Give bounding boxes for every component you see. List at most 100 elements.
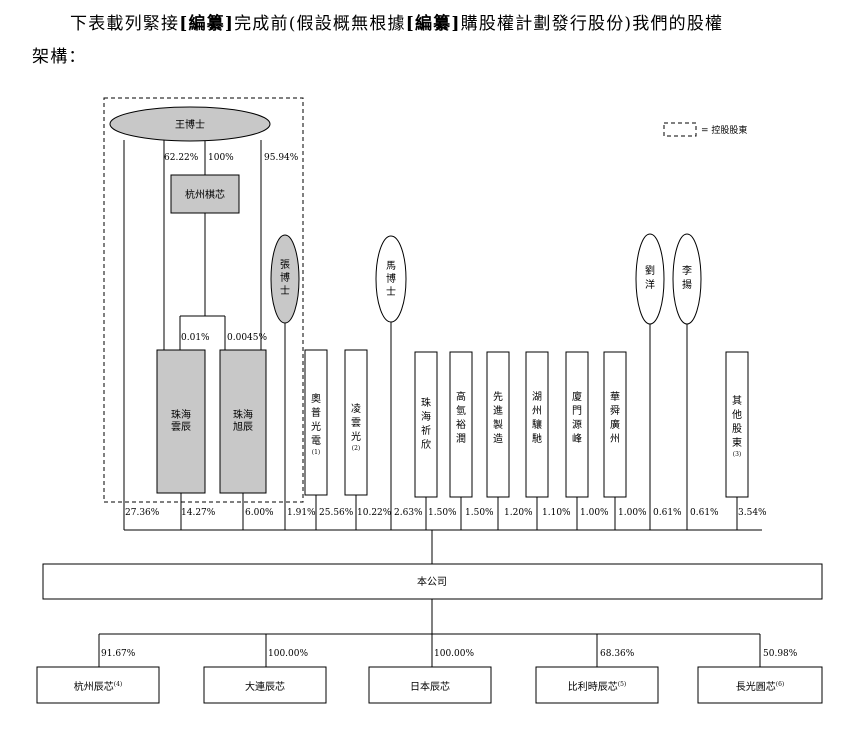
dr-ma-label-char: 馬 <box>386 260 396 272</box>
holder-7-label-char: 驤 <box>532 418 542 431</box>
pct-wang-direct: 27.36% <box>125 508 160 518</box>
other-shareholders-box <box>725 351 749 498</box>
sub-0-pct: 91.67% <box>101 649 136 659</box>
holder-4-label-char: 珠 <box>421 396 431 409</box>
sub-3-pct: 68.36% <box>600 649 635 659</box>
sub-hangzhou-chenxin-box <box>36 666 160 704</box>
pct-lingyunguang: 10.22% <box>357 508 392 518</box>
holder-10-label-char: 其 <box>732 395 742 407</box>
dr-ma-label-char: 士 <box>386 285 396 298</box>
holder-4-label-char: 海 <box>421 410 431 423</box>
dr-ma-label-char: 博 <box>386 272 396 285</box>
pct-other-shareholders: 3.54% <box>738 508 767 518</box>
sub-japan-chenxin-box <box>368 666 492 704</box>
pct-huzhou-xiangchi: 1.10% <box>542 508 571 518</box>
huashun-guangzhou-box <box>603 351 627 498</box>
holder-5-label-char: 裕 <box>456 418 466 431</box>
dr-zhang-label-char: 士 <box>280 284 290 297</box>
sub-0-note: (4) <box>114 681 123 688</box>
holder-8-label-char: 門 <box>572 405 582 417</box>
sub-4-label: 長光圓芯(6) <box>736 680 785 693</box>
holder-4-label-char: 祈 <box>421 425 431 437</box>
pct-wang-to-yunchen: 95.94% <box>264 153 299 163</box>
liu-yang-label-char: 洋 <box>645 278 655 291</box>
lingyunguang-box <box>344 349 368 496</box>
sub-1-label: 大連辰芯 <box>245 680 285 693</box>
aopu-box <box>304 349 328 496</box>
zhuhai-yunchen-label-line1: 珠海 <box>171 408 191 421</box>
holder-4-label-char: 欣 <box>421 438 431 451</box>
company-label: 本公司 <box>417 575 447 588</box>
huzhou-xiangchi-box <box>525 351 549 498</box>
zhuhai-yunchen-label-line2: 雲辰 <box>171 421 191 433</box>
liu-yang-ellipse <box>635 233 665 325</box>
pct-zhuhai-qixin: 1.50% <box>428 508 457 518</box>
holder-2-label-char: 光 <box>311 420 321 433</box>
li-yang-ellipse <box>672 233 702 325</box>
holder-2-label-char: 普 <box>311 406 321 419</box>
intro-text-2: 完成前(假設概無根據 <box>234 14 406 34</box>
holder-6-label-char: 先 <box>493 391 503 403</box>
holder-10-label-char: 東 <box>732 436 742 449</box>
pct-xianjin-zhizao: 1.20% <box>504 508 533 518</box>
sub-1-pct: 100.00% <box>268 649 308 659</box>
intro-text-1: 下表載列緊接 <box>70 14 180 34</box>
holder-10-label-char: 股 <box>732 423 742 435</box>
sub-0-label: 杭州辰芯(4) <box>74 680 123 693</box>
hangzhou-qixin-box <box>170 174 240 214</box>
holder-6-label-char: 進 <box>493 405 503 417</box>
holder-9-label-char: 廣 <box>610 418 620 431</box>
dr-zhang-label-char: 張 <box>280 259 290 271</box>
xiamen-yuanfeng-box <box>565 351 589 498</box>
sub-4-pct: 50.98% <box>763 649 798 659</box>
zhuhai-xuchen-label-line1: 珠海 <box>233 408 253 421</box>
holder-3-label-char: 雲 <box>351 417 361 429</box>
holder-6-label-char: 製 <box>493 418 503 431</box>
dr-wang-label: 王博士 <box>175 118 205 131</box>
holder-7-label-char: 湖 <box>532 391 542 403</box>
intro-redacted-1: [編纂] <box>179 14 235 34</box>
holder-2-label-char: 電 <box>311 435 321 447</box>
pct-wang-to-qixin: 62.22% <box>164 153 199 163</box>
hangzhou-qixin-label: 杭州棋芯 <box>185 188 225 201</box>
intro-redacted-2: [編纂] <box>405 14 461 34</box>
intro-text-4: 架構： <box>32 47 87 67</box>
zhuhai-qixin-box <box>414 351 438 498</box>
pct-gp-to-yunchen: 0.01% <box>181 333 210 343</box>
pct-xiamen-yuanfeng: 1.00% <box>580 508 609 518</box>
holder-8-label-char: 廈 <box>572 390 582 403</box>
holder-5-label-char: 高 <box>456 390 466 403</box>
pct-ma-direct: 2.63% <box>394 508 423 518</box>
sub-changguang-yuanxin-box <box>697 666 823 704</box>
sub-2-label: 日本辰芯 <box>410 680 450 693</box>
holder-6-label-char: 造 <box>493 432 503 445</box>
diagram-labels: 張博士馬博士劉洋李揚珠海雲辰珠海旭辰奧普光電(1)凌雲光(2)珠海祈欣高氫裕潤先… <box>74 259 798 693</box>
legend-dashed-box <box>663 122 697 137</box>
dr-wang-ellipse <box>109 106 271 142</box>
intro-text-3: 購股權計劃發行股份)我們的股權 <box>460 14 724 34</box>
pct-qixin-to-gp: 100% <box>208 153 234 163</box>
sub-3-label: 比利時辰芯(5) <box>568 680 627 693</box>
company-box <box>42 563 823 600</box>
holder-8-label-char: 峰 <box>572 433 582 445</box>
liu-yang-label-char: 劉 <box>645 264 655 277</box>
holder-3-label-char: 光 <box>351 430 361 443</box>
holder-7-label-char: 馳 <box>532 432 542 445</box>
holder-9-label-char: 舜 <box>610 404 620 417</box>
li-yang-label-char: 李 <box>682 264 692 277</box>
holder-9-label-char: 華 <box>610 391 620 403</box>
sub-4-note: (6) <box>776 681 785 688</box>
zhuhai-xuchen-box <box>219 349 267 494</box>
intro-paragraph: 下表載列緊接[編纂]完成前(假設概無根據[編纂]購股權計劃發行股份)我們的股權 … <box>32 8 832 74</box>
intro-line-1: 下表載列緊接[編纂]完成前(假設概無根據[編纂]購股權計劃發行股份)我們的股權 <box>32 8 832 41</box>
pct-huashun-guangzhou: 1.00% <box>618 508 647 518</box>
pct-zhang-direct: 1.91% <box>287 508 316 518</box>
holder-3-label-char: 凌 <box>351 402 361 415</box>
sub-3-note: (5) <box>618 681 627 688</box>
zhuhai-yunchen-box <box>156 349 206 494</box>
holder-7-label-char: 州 <box>532 405 542 417</box>
xianjin-zhizao-box <box>486 351 510 498</box>
holder-5-label-char: 氫 <box>456 404 466 417</box>
holder-2-label-char: 奧 <box>311 392 321 405</box>
